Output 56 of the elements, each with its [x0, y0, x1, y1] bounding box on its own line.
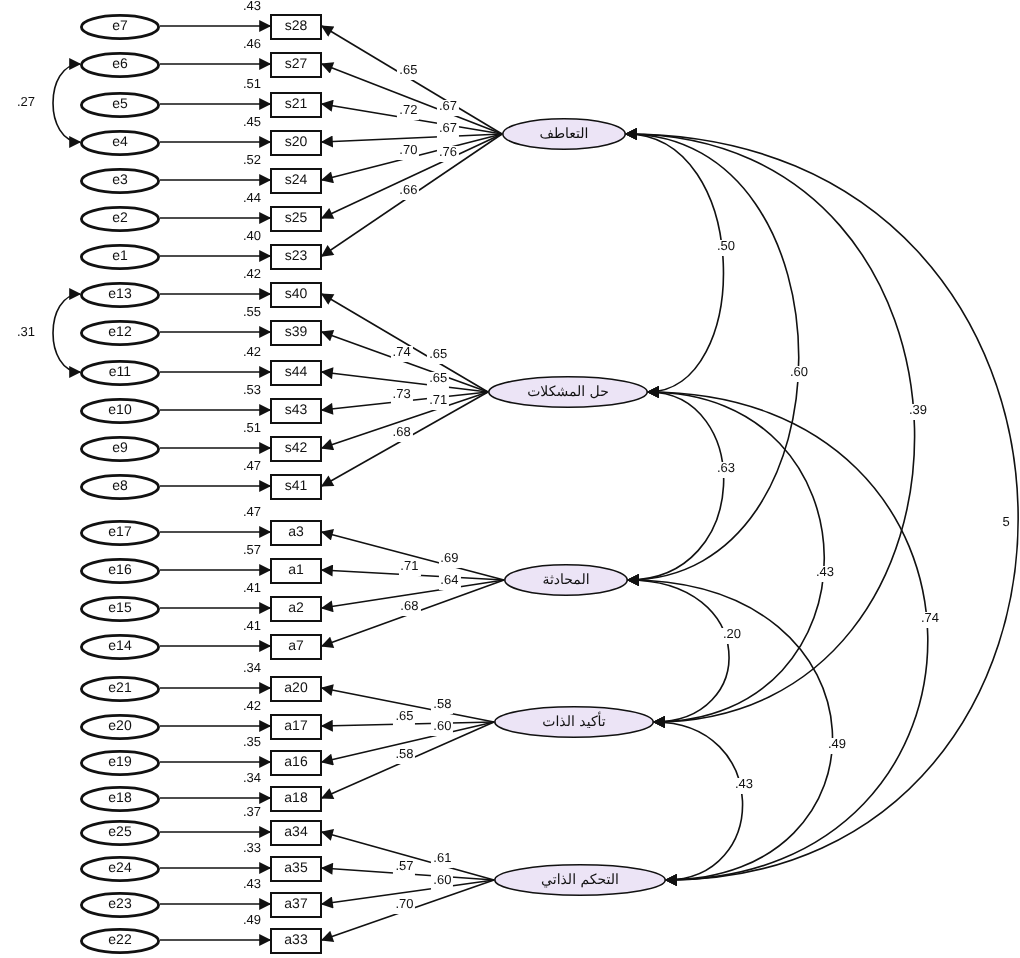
path-arrow [320, 579, 505, 648]
path-arrow [320, 293, 489, 393]
path-arrow [159, 756, 272, 768]
path-arrow [320, 719, 495, 732]
path-arrow [320, 133, 503, 148]
path-arrow [159, 898, 272, 910]
path-arrow [320, 829, 495, 881]
path-arrow [159, 136, 272, 148]
path-arrow [159, 98, 272, 110]
covariance-arc [646, 387, 929, 885]
covariance-arc [652, 717, 744, 885]
path-arrow [320, 391, 489, 415]
path-arrow [159, 212, 272, 224]
path-arrow [321, 133, 503, 257]
path-arrow [159, 682, 272, 694]
path-arrow [320, 99, 503, 135]
path-arrow [320, 879, 495, 943]
path-arrow [320, 133, 503, 184]
covariance-arc [626, 575, 834, 885]
path-arrow [159, 526, 272, 538]
path-arrow [320, 62, 503, 135]
path-arrow [159, 288, 272, 300]
path-arrow [159, 250, 272, 262]
path-arrow [320, 391, 489, 487]
path-arrow [159, 442, 272, 454]
path-arrow [159, 326, 272, 338]
path-arrow [320, 721, 495, 800]
covariance-arc [52, 60, 82, 146]
path-arrow [320, 721, 495, 766]
path-arrow [159, 20, 272, 32]
path-arrow [320, 862, 495, 881]
path-arrow [320, 564, 505, 581]
path-arrow [320, 367, 489, 393]
path-arrow [159, 862, 272, 874]
path-arrow [159, 366, 272, 378]
path-arrow [159, 792, 272, 804]
path-arrow [159, 640, 272, 652]
path-arrow [320, 684, 495, 723]
path-arrow [320, 391, 489, 451]
path-arrow [320, 528, 505, 581]
path-arrow [159, 934, 272, 946]
path-arrow [159, 602, 272, 614]
path-arrow [159, 564, 272, 576]
path-arrow [159, 720, 272, 732]
path-arrow [320, 579, 505, 613]
path-arrow [159, 826, 272, 838]
path-arrow [159, 404, 272, 416]
path-arrow [320, 330, 489, 393]
path-arrow [159, 480, 272, 492]
path-arrow [320, 25, 503, 135]
path-arrow [320, 133, 503, 219]
covariance-arc [624, 129, 1019, 885]
path-arrow [159, 58, 272, 70]
covariance-arc [52, 290, 82, 376]
path-arrow [320, 879, 495, 909]
path-arrow [159, 174, 272, 186]
